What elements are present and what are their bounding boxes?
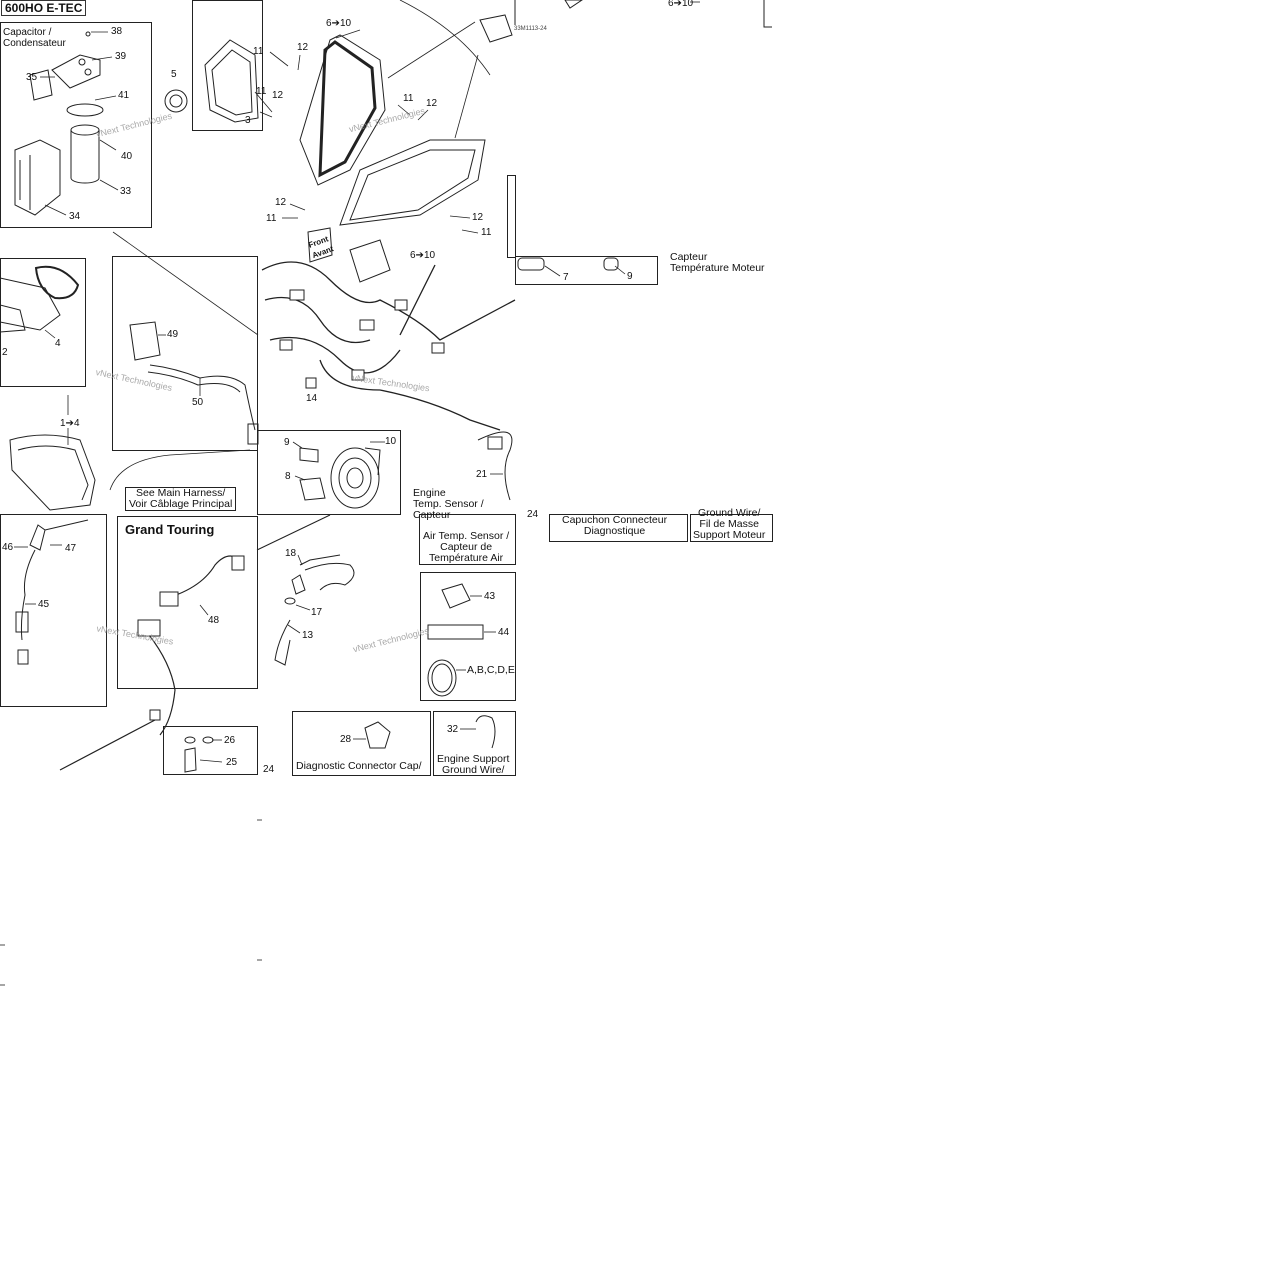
callout-8: 8 (285, 471, 291, 482)
headlight-side-frame (507, 175, 516, 258)
callout-6-10-b: 6➔10 (668, 0, 694, 9)
callout-28: 28 (340, 734, 352, 745)
callout-26: 26 (224, 735, 236, 746)
air-temp-panel-frame (419, 514, 516, 565)
air-temp-sensor-label: Air Temp. Sensor / Capteur de Températur… (423, 530, 510, 564)
engine-temp-panel-frame (515, 256, 658, 285)
callout-24-a: 24 (263, 764, 275, 775)
callout-9-a: 9 (627, 271, 633, 282)
top-right-frame (763, 0, 772, 28)
callout-5: 5 (171, 69, 177, 80)
callout-11-d: 11 (266, 213, 277, 224)
callout-11-e: 11 (481, 227, 492, 238)
parts-25-26-panel-frame (163, 726, 258, 775)
callout-12-c: 12 (426, 98, 438, 109)
ground-wire-fr-label: Ground Wire/ Fil de Masse Support Moteur (693, 507, 766, 541)
doc-reference: 33M1113-24 (514, 26, 547, 32)
sensor-46-47-panel-frame (0, 514, 107, 707)
callout-4: 4 (55, 338, 61, 349)
capacitor-panel-frame (0, 22, 152, 228)
callout-11-a: 11 (253, 46, 264, 57)
grand-touring-panel-frame (117, 516, 258, 689)
callout-17: 17 (311, 607, 323, 618)
callout-49: 49 (167, 329, 179, 340)
callout-7: 7 (563, 272, 569, 283)
model-title: 600HO E-TEC (1, 0, 87, 16)
capuchon-diag-label: Capuchon Connecteur Diagnostique (562, 514, 668, 537)
callout-10: 10 (385, 436, 397, 447)
callout-6-10-a: 6➔10 (326, 18, 352, 29)
capteur-temp-moteur-label: Capteur Température Moteur (670, 251, 765, 274)
callout-21: 21 (476, 469, 488, 480)
callout-11-b: 11 (256, 86, 267, 97)
callout-18: 18 (285, 548, 297, 559)
callout-12-a: 12 (297, 42, 309, 53)
callout-11-c: 11 (403, 93, 414, 104)
see-main-harness-label: See Main Harness/ Voir Câblage Principal (125, 487, 237, 511)
callout-12-e: 12 (472, 212, 484, 223)
engine-temp-sensor-label: Engine Temp. Sensor / Capteur (413, 487, 484, 521)
callout-32: 32 (447, 724, 459, 735)
callout-40: 40 (121, 151, 133, 162)
speaker-panel-frame (257, 430, 401, 515)
callout-47: 47 (65, 543, 77, 554)
callout-39: 39 (115, 51, 127, 62)
gauge-cover-panel-frame (192, 0, 263, 131)
capacitor-label: Capacitor / Condensateur (3, 27, 66, 49)
callout-38: 38 (111, 26, 123, 37)
callout-44: 44 (498, 627, 510, 638)
callout-35: 35 (26, 72, 38, 83)
callout-48: 48 (208, 615, 220, 626)
callout-43: 43 (484, 591, 496, 602)
wire-49-50-panel-frame (112, 256, 258, 451)
ground-fr-panel-frame (690, 514, 773, 542)
callout-2: 2 (2, 347, 8, 358)
callout-13: 13 (302, 630, 314, 641)
callout-6-10-c: 6➔10 (410, 250, 436, 261)
ground-wire-panel-frame (433, 711, 516, 776)
grand-touring-title: Grand Touring (125, 522, 215, 537)
callout-50: 50 (192, 397, 204, 408)
callout-14: 14 (306, 393, 318, 404)
callout-34: 34 (69, 211, 81, 222)
callout-12-b: 12 (272, 90, 284, 101)
callout-24-b: 24 (527, 509, 539, 520)
callout-3: 3 (245, 115, 251, 126)
capuchon-panel-frame (549, 514, 688, 542)
callout-33: 33 (120, 186, 132, 197)
diagnostic-cap-label: Diagnostic Connector Cap/ (296, 760, 422, 772)
parts-43-44-panel-frame (420, 572, 516, 701)
callout-9-b: 9 (284, 437, 290, 448)
callout-46: 46 (2, 542, 14, 553)
abcde-label: A,B,C,D,E (467, 664, 515, 676)
callout-1-4: 1➔4 (60, 418, 80, 429)
diag-cap-panel-frame (292, 711, 431, 776)
callout-45: 45 (38, 599, 50, 610)
callout-25: 25 (226, 757, 238, 768)
engine-support-ground-label: Engine Support Ground Wire/ (437, 753, 510, 776)
callout-12-d: 12 (275, 197, 287, 208)
callout-41: 41 (118, 90, 130, 101)
